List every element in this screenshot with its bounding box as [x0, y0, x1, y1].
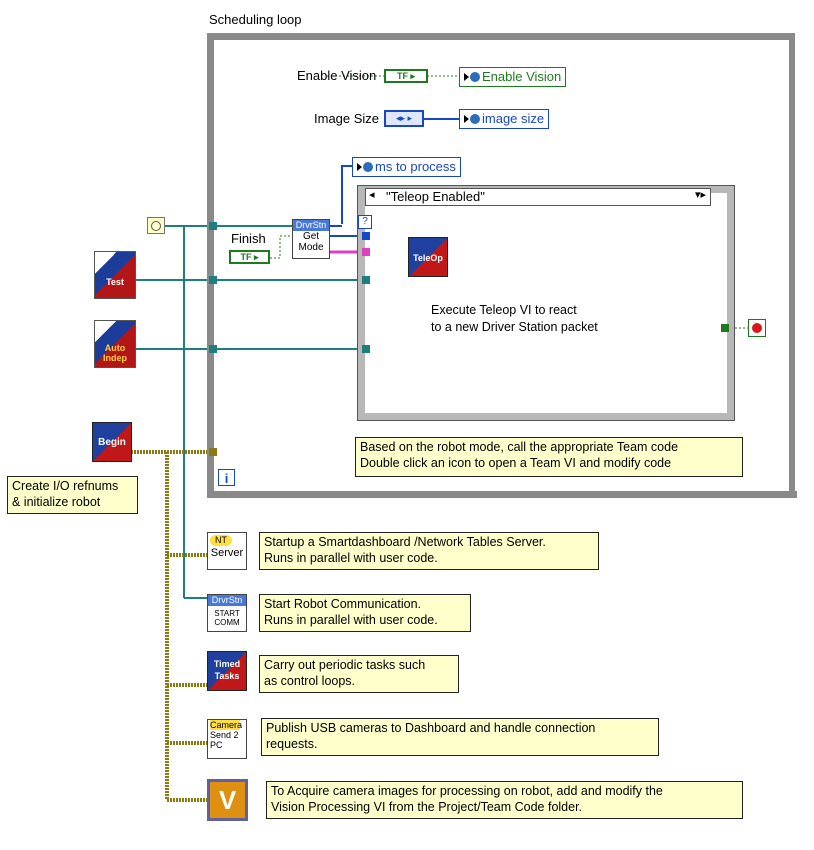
vision-note-line2: Vision Processing VI from the Project/Te… [271, 800, 583, 814]
teleop-note-line2: to a new Driver Station packet [431, 320, 598, 334]
timed-note: Carry out periodic tasks such as control… [259, 655, 459, 693]
camera-header: Camera [210, 720, 243, 730]
finish-label: Finish [231, 231, 266, 246]
while-loop-frame[interactable] [207, 33, 795, 497]
mode-note-line2: Double click an icon to open a Team VI a… [360, 456, 672, 470]
finish-control[interactable]: TF ▸ [229, 250, 270, 264]
teleop-label: TeleOp [413, 253, 443, 263]
nt-label: Server [210, 547, 244, 559]
init-note-line2: & initialize robot [12, 495, 101, 509]
refnum-constant[interactable] [147, 217, 165, 234]
cluster-tunnel [209, 448, 217, 456]
camera-line1: Send 2 [210, 730, 239, 740]
autonomous-vi[interactable]: Auto Indep [94, 320, 136, 368]
case-selector-text: "Teleop Enabled" [386, 189, 485, 204]
bool-output-tunnel [721, 324, 729, 332]
comm-note: Start Robot Communication. Runs in paral… [259, 594, 471, 632]
vision-note-line1: To Acquire camera images for processing … [271, 784, 663, 798]
refnum-tunnel [209, 222, 217, 230]
init-note: Create I/O refnums & initialize robot [7, 476, 138, 514]
camera-vi[interactable]: Camera Send 2 PC [207, 719, 247, 759]
image-size-global-variable[interactable]: image size [459, 109, 550, 129]
nt-note-line1: Startup a Smartdashboard /Network Tables… [264, 535, 546, 549]
start-line2: COMM [214, 618, 240, 627]
image-size-enum-control[interactable]: ◂▸ ▸ [384, 110, 424, 127]
nt-header: NT [210, 535, 232, 546]
test-vi[interactable]: Test [94, 251, 136, 299]
camera-note-line1: Publish USB cameras to Dashboard and han… [266, 721, 596, 735]
case-refnum-tunnel [362, 345, 370, 353]
refnum-tunnel [209, 276, 217, 284]
mode-note-line1: Based on the robot mode, call the approp… [360, 440, 679, 454]
image-size-label: Image Size [314, 111, 380, 126]
timed-line2: Tasks [214, 671, 240, 681]
auto-label: Auto Indep [103, 343, 127, 363]
triangle-icon [464, 73, 469, 81]
comm-note-line1: Start Robot Communication. [264, 597, 422, 611]
nt-note-line2: Runs in parallel with user code. [264, 551, 438, 565]
camera-note: Publish USB cameras to Dashboard and han… [261, 718, 659, 756]
test-label: Test [106, 277, 124, 287]
timed-note-line2: as control loops. [264, 674, 356, 688]
get-mode-line2: Mode [298, 242, 324, 253]
drvstn-start-header: DrvrStn [208, 595, 246, 606]
tf-text: TF [240, 252, 252, 262]
loop-title: Scheduling loop [209, 12, 302, 27]
enable-vision-control[interactable]: TF ▸ [384, 69, 428, 83]
decrement-case-icon[interactable]: ◂ [369, 189, 375, 201]
camera-line2: PC [210, 740, 223, 750]
timed-note-line1: Carry out periodic tasks such [264, 658, 426, 672]
teleop-note-line1: Execute Teleop VI to react [431, 303, 577, 317]
case-dropdown-icon[interactable]: ▾▸ [694, 189, 706, 201]
timed-tasks-vi[interactable]: Timed Tasks [207, 651, 247, 691]
teleop-note: Execute Teleop VI to react to a new Driv… [431, 302, 598, 336]
case-selector[interactable]: ◂ "Teleop Enabled" ▾▸ [365, 188, 711, 206]
ms-to-process-global-variable[interactable]: ms to process [352, 157, 461, 177]
drvstn-header: DrvrStn [293, 220, 329, 231]
get-mode-line1: Get [302, 231, 320, 242]
vision-vi[interactable]: V [207, 779, 248, 821]
begin-vi[interactable]: Begin [92, 422, 132, 462]
enable-vision-var-text: Enable Vision [482, 69, 562, 84]
start-comm-vi[interactable]: DrvrStn START COMM [207, 594, 247, 632]
stop-terminal[interactable] [748, 319, 766, 337]
vision-letter: V [218, 785, 237, 815]
case-refnum-tunnel [362, 276, 370, 284]
globe-icon [363, 162, 373, 172]
comm-note-line2: Runs in parallel with user code. [264, 613, 438, 627]
start-line1: START [214, 609, 240, 618]
globe-icon [470, 114, 480, 124]
enable-vision-global-variable[interactable]: Enable Vision [459, 67, 567, 87]
triangle-icon [464, 115, 469, 123]
get-mode-vi[interactable]: DrvrStn Get Mode [292, 219, 330, 259]
tf-text: TF [396, 71, 408, 81]
iteration-terminal[interactable]: i [218, 469, 235, 486]
init-note-line1: Create I/O refnums [12, 479, 119, 493]
ms-to-process-var-text: ms to process [375, 159, 456, 174]
camera-note-line2: requests. [266, 737, 318, 751]
case-selector-terminal: ? [358, 215, 372, 229]
begin-label: Begin [98, 437, 126, 448]
enable-vision-label: Enable Vision [297, 68, 377, 83]
nt-server-vi[interactable]: NT Server [207, 532, 247, 570]
refnum-tunnel [209, 345, 217, 353]
timed-line1: Timed [213, 659, 241, 669]
mode-note: Based on the robot mode, call the approp… [355, 437, 743, 477]
string-tunnel [362, 248, 370, 256]
while-loop-bottom [207, 491, 797, 498]
stop-icon [752, 323, 762, 333]
enum-tunnel [362, 232, 370, 240]
vision-note: To Acquire camera images for processing … [266, 781, 743, 819]
image-size-var-text: image size [482, 111, 545, 126]
nt-note: Startup a Smartdashboard /Network Tables… [259, 532, 599, 570]
globe-icon [470, 72, 480, 82]
triangle-icon [357, 163, 362, 171]
teleop-vi[interactable]: TeleOp [408, 237, 448, 277]
